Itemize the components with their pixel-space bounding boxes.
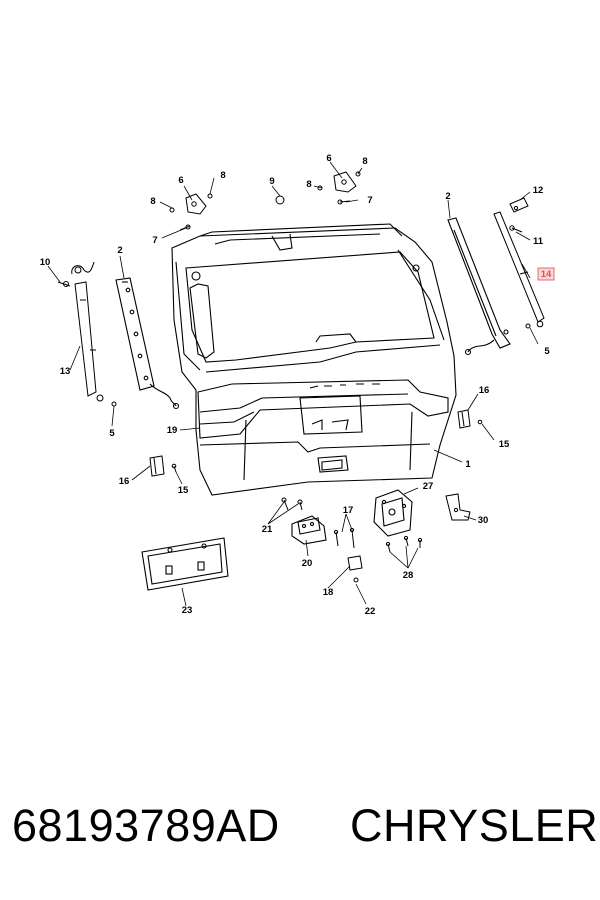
footer: 68193789AD CHRYSLER — [0, 790, 600, 880]
callout-15-left: 15 — [178, 485, 189, 496]
hinge-left — [169, 193, 213, 215]
bracket-18 — [347, 555, 363, 571]
bumper-16-left — [149, 455, 165, 477]
callout-13: 13 — [60, 366, 71, 377]
ball-stud-10 — [57, 281, 71, 287]
callout-5-right: 5 — [544, 346, 550, 357]
left-trim-strip — [115, 277, 180, 410]
screw-5-right — [525, 323, 531, 329]
striker-30 — [445, 493, 471, 521]
screws-15 — [171, 419, 483, 473]
callout-17: 17 — [343, 505, 354, 516]
bolts-7 — [179, 199, 351, 231]
callout-8-c: 8 — [306, 179, 311, 190]
callout-7-right: 7 — [367, 195, 372, 206]
callout-18: 18 — [323, 587, 334, 598]
right-trim-strip — [447, 217, 511, 356]
hinge-right — [317, 171, 361, 193]
callout-21: 21 — [262, 524, 273, 535]
callout-8-b: 8 — [220, 170, 225, 181]
callout-8-d: 8 — [362, 156, 367, 167]
leader-lines — [47, 161, 539, 607]
bumper-16-right — [457, 409, 471, 429]
callout-1: 1 — [465, 459, 471, 470]
liftgate-panel — [171, 223, 457, 496]
callout-11: 11 — [533, 236, 544, 247]
callout-12: 12 — [533, 185, 544, 196]
callout-2-right: 2 — [445, 191, 450, 202]
nut-22 — [353, 577, 359, 583]
callout-15-right: 15 — [499, 439, 510, 450]
callout-22: 22 — [365, 606, 376, 617]
left-gas-strut — [71, 261, 104, 402]
liftgate-exploded-diagram: 1 2 2 5 5 6 6 7 7 8 8 8 8 9 10 11 12 13 … — [40, 153, 555, 617]
callout-6-right: 6 — [326, 153, 331, 164]
callout-27: 27 — [423, 481, 434, 492]
screw-11 — [509, 225, 523, 233]
bolts-28 — [385, 535, 423, 553]
license-plate-bracket-23 — [141, 537, 229, 591]
screw-5-left — [111, 401, 117, 407]
callout-16-right: 16 — [479, 385, 490, 396]
callout-30: 30 — [478, 515, 489, 526]
callout-19: 19 — [167, 425, 178, 436]
callout-labels: 1 2 2 5 5 6 6 7 7 8 8 8 8 9 10 11 12 13 … — [40, 153, 552, 617]
callout-6-left: 6 — [178, 175, 183, 186]
callout-8-a: 8 — [150, 196, 155, 207]
callout-9: 9 — [269, 176, 274, 187]
callout-23: 23 — [182, 605, 193, 616]
highlight-box-14 — [537, 267, 555, 281]
callout-2-left: 2 — [117, 245, 122, 256]
callout-5-left: 5 — [109, 428, 115, 439]
callout-28: 28 — [403, 570, 414, 581]
callout-10: 10 — [40, 257, 51, 268]
handle-switch-20 — [291, 515, 327, 545]
right-gas-strut — [493, 211, 545, 328]
callout-20: 20 — [302, 558, 313, 569]
bumper-9 — [275, 195, 285, 205]
bracket-12 — [509, 197, 529, 213]
brand-name: CHRYSLER — [350, 800, 599, 851]
studs-17 — [333, 527, 355, 549]
callout-7-left: 7 — [152, 235, 157, 246]
latch-27 — [373, 489, 413, 537]
callout-14: 14 — [541, 269, 552, 280]
callout-16-left: 16 — [119, 476, 130, 487]
part-number: 68193789AD — [12, 800, 280, 851]
